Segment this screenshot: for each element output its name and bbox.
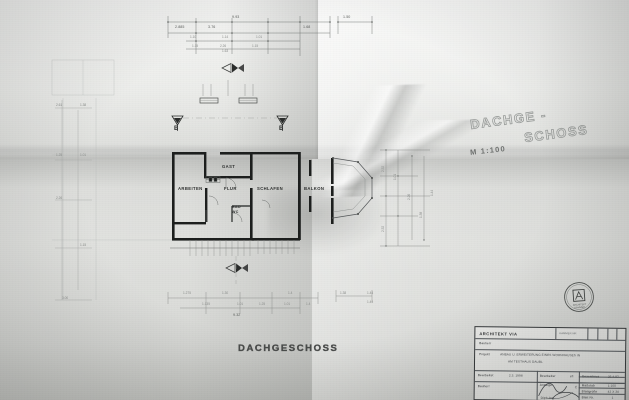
stamp-text-top: ARCHITEKT — [573, 303, 587, 307]
dim-bottom-c2-1: 1.01 — [237, 302, 244, 306]
dim-right-0: 2.52 — [381, 165, 385, 172]
dim-top-c1-1: 3.76 — [208, 25, 216, 29]
section-letter-right-upper: B — [279, 126, 284, 132]
construction-lines-left — [51, 59, 180, 300]
dimension-ticks-right — [385, 149, 425, 247]
tb-col-4 — [587, 328, 589, 340]
dim-bottom-c1-1: 1.30 — [222, 291, 229, 295]
dim-bottom-right-2: 1.44 — [367, 300, 374, 304]
dim-bottom-overall: 9.32 — [233, 313, 241, 317]
tb-field-5-value: 1:100 — [607, 383, 617, 388]
section-arrow-upper — [221, 62, 244, 74]
dim-left-2: 1.25 — [56, 153, 63, 157]
dim-right-3: 1.38 — [419, 211, 423, 218]
dim-right-5: 1.44 — [430, 189, 434, 196]
dim-left-6: 3.00 — [62, 296, 69, 300]
room-label-arbeiten: ARBEITEN — [178, 186, 203, 191]
dim-bottom-c2-2: 1.25 — [259, 302, 266, 306]
dimension-chain-left — [55, 100, 92, 301]
signature-scribble: C — [538, 382, 579, 400]
dim-top-c2-1: 1.14 — [222, 35, 229, 39]
dim-top-c1-2: 1.68 — [303, 25, 311, 29]
tb-rule-2 — [475, 349, 626, 352]
dim-left-1: 1.38 — [80, 103, 87, 107]
floorplan-wall-hatch — [205, 176, 221, 183]
tb-firm-note: KAMMER NR — [559, 332, 577, 336]
diagonal-crease-2 — [300, 120, 480, 190]
tb-col-5 — [597, 328, 599, 340]
dim-top-c3-1: 2.26 — [220, 44, 227, 48]
svg-text:C: C — [575, 385, 578, 389]
dim-bottom-c2-3: 1.01 — [284, 302, 291, 306]
dim-bottom-right-1: 1.44 — [367, 291, 374, 295]
dim-right-1: 1.01 — [393, 173, 397, 180]
dim-top-c2-0: 1.10 — [190, 35, 197, 39]
tb-row-0-label: Bauherr — [479, 341, 492, 346]
architect-stamp: ARCHITEKT KAMMER — [564, 282, 594, 312]
dimension-chain-right — [380, 149, 430, 247]
room-label-flur: FLUR — [224, 186, 237, 191]
dim-right-4: 2.52 — [381, 225, 385, 232]
tb-rule-1 — [475, 338, 626, 341]
dim-top-overall: 9.93 — [232, 15, 240, 19]
window-openings — [309, 160, 334, 212]
tb-field-6-label: Blattgröße — [581, 389, 598, 394]
title-block: ARCHITEKT VIA KAMMER NR Bauherr Projekt … — [473, 326, 627, 400]
section-letter-left-upper: B — [174, 126, 179, 132]
dim-top-c3-0: 1.15 — [192, 44, 199, 48]
dim-top-c1-0: 2.885 — [175, 25, 185, 29]
tb-rule-3 — [474, 370, 625, 373]
dimension-ticks-top — [167, 21, 373, 42]
tb-field-0-value: 2.3. 1998 — [508, 373, 523, 378]
dim-bottom-right-0: 1.38 — [340, 291, 347, 295]
tb-field-0-label: Bearbeitet — [477, 373, 494, 378]
room-label-schlafen: SCHLAFEN — [257, 186, 283, 191]
dim-right-2: 2.26 — [407, 193, 411, 200]
tb-row-1-label: Projekt — [479, 352, 490, 357]
dimension-chain-bottom — [167, 290, 373, 314]
tb-firm-name: ARCHITEKT VIA — [479, 330, 518, 337]
tb-row-2-value: AM TESTHAUS DAUBL — [508, 359, 543, 364]
room-label-bad: BAD — [232, 205, 241, 209]
dimension-chain-top — [167, 16, 373, 56]
dim-bottom-c1-2: 1.4 — [288, 291, 293, 295]
stamp-text-bottom: KAMMER — [574, 306, 585, 310]
tb-row-1-value: ANBAU U. ERWEITERUNG EINES WOHNHAUSES IN — [500, 352, 581, 358]
tb-col-6 — [607, 328, 609, 340]
room-label-wc: WC — [232, 210, 239, 214]
floorplan-walls — [172, 152, 334, 241]
tb-field-6-value: 42 X 30 — [607, 389, 620, 394]
dim-left-5: 1.15 — [80, 243, 87, 247]
dim-top-c3-2: 1.15 — [252, 44, 259, 48]
tb-field-2-label: Gezeichnet — [581, 374, 600, 379]
dim-bottom-c1-0: 1.275 — [183, 291, 191, 295]
dim-bottom-c2-0: 1.135 — [202, 302, 210, 306]
upper-symbol-blocks — [199, 80, 258, 104]
room-label-balkon: BALKON — [304, 186, 325, 191]
section-arrow-lower — [225, 262, 248, 274]
tb-field-7-label: Blatt Nr. — [581, 395, 594, 400]
balcony-nodes — [332, 157, 373, 219]
balcony-outline — [332, 157, 373, 219]
tb-field-5-label: Maßstab — [581, 383, 595, 388]
section-marker-right-upper — [276, 115, 289, 131]
dim-top-right-edge: 1.50 — [343, 15, 351, 19]
tb-field-3-label: Bauherr — [477, 384, 490, 389]
tb-col-7 — [616, 328, 618, 340]
interior-partitions — [205, 205, 250, 222]
dim-left-0: 2.61 — [56, 103, 63, 107]
sheet-title-bottom: DACHGESCHOSS — [238, 343, 339, 354]
section-marker-left-upper — [171, 115, 184, 131]
dim-top-sub: 1.63 — [222, 49, 229, 53]
tb-field-7-value: 1 — [611, 395, 614, 400]
dim-left-3: 1.01 — [80, 153, 87, 157]
door-swings — [208, 177, 271, 223]
tb-field-2-value: 25.4.97 — [607, 374, 619, 379]
tb-col-3 — [555, 328, 557, 340]
dim-left-4: 2.26 — [56, 196, 63, 200]
room-label-gast: GAST — [222, 164, 236, 169]
dim-bottom-c2-4: 1.4 — [306, 302, 311, 306]
dim-top-c2-2: 1.01 — [256, 35, 263, 39]
